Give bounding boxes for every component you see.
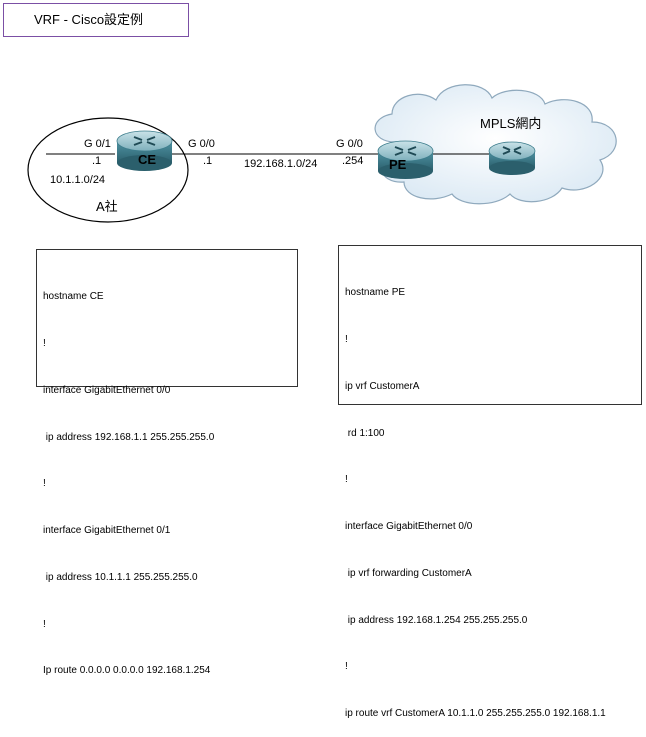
network-diagram xyxy=(27,84,617,223)
config-line: ! xyxy=(43,337,46,349)
ce-g01-label: G 0/1 xyxy=(84,138,111,150)
config-line: ! xyxy=(345,333,348,345)
config-line: ip address 10.1.1.1 255.255.255.0 xyxy=(43,571,198,583)
ce-config-box: hostname CE ! interface GigabitEthernet … xyxy=(36,249,298,676)
wan-network: 192.168.1.0/24 xyxy=(244,158,318,170)
pe-config-box: hostname PE ! ip vrf CustomerA rd 1:100 … xyxy=(338,245,642,719)
pe-router-name: PE xyxy=(389,157,407,172)
router-icon xyxy=(377,140,434,179)
router-icon xyxy=(488,141,536,175)
config-line: ! xyxy=(43,478,46,490)
pe-g00-label: G 0/0 xyxy=(336,138,363,150)
config-line: ip route vrf CustomerA 10.1.1.0 255.255.… xyxy=(345,708,606,720)
config-line: hostname CE xyxy=(43,291,104,303)
config-line: ! xyxy=(345,474,348,486)
config-line: Ip route 0.0.0.0 0.0.0.0 192.168.1.254 xyxy=(43,665,211,677)
config-line: interface GigabitEthernet 0/0 xyxy=(43,384,171,396)
ce-router-name: CE xyxy=(138,152,157,167)
config-line: hostname PE xyxy=(345,287,406,299)
site-a-boundary xyxy=(27,117,189,223)
config-line: interface GigabitEthernet 0/1 xyxy=(43,525,171,537)
ce-lan-network: 10.1.1.0/24 xyxy=(50,174,106,186)
ce-g00-label: G 0/0 xyxy=(188,138,215,150)
pe-g00-addr: .254 xyxy=(342,155,364,167)
config-line: ip address 192.168.1.254 255.255.255.0 xyxy=(345,614,528,626)
ce-g01-addr: .1 xyxy=(92,155,102,167)
router-icon xyxy=(116,130,173,171)
config-line: ip vrf CustomerA xyxy=(345,380,420,392)
config-line: interface GigabitEthernet 0/0 xyxy=(345,521,473,533)
config-line: rd 1:100 xyxy=(345,427,385,439)
config-line: ! xyxy=(345,661,348,673)
title-box: VRF - Cisco設定例 xyxy=(3,3,189,37)
page-title: VRF - Cisco設定例 xyxy=(34,12,144,27)
site-name: A社 xyxy=(96,199,118,214)
cloud-label: MPLS網内 xyxy=(480,116,542,131)
config-line: ip address 192.168.1.1 255.255.255.0 xyxy=(43,431,215,443)
cloud-icon xyxy=(374,84,617,205)
ce-g00-addr: .1 xyxy=(203,155,213,167)
config-line: ! xyxy=(43,618,46,630)
config-line: ip vrf forwarding CustomerA xyxy=(345,567,472,579)
